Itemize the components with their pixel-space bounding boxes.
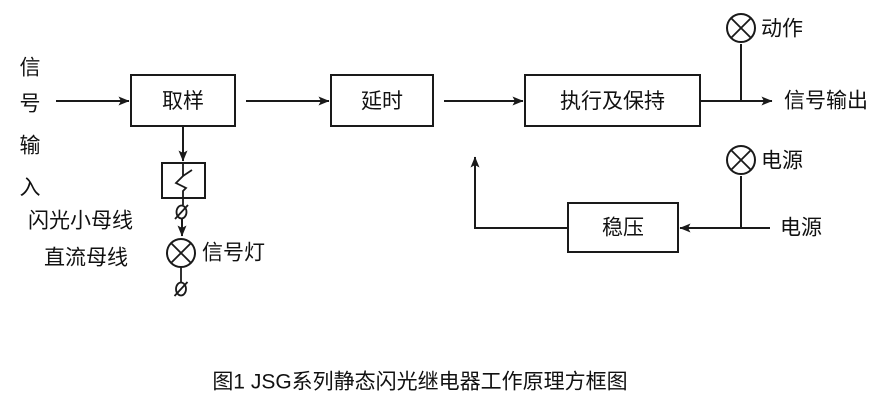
block-execute: 执行及保持: [524, 74, 701, 127]
block-delay: 延时: [330, 74, 434, 127]
dc-bus-terminal-slash: [173, 281, 189, 297]
block-execute-label: 执行及保持: [560, 90, 665, 113]
figure-caption: 图1 JSG系列静态闪光继电器工作原理方框图: [212, 371, 627, 394]
block-delay-rect: [330, 74, 434, 127]
signal-lamp: [166, 238, 196, 268]
signal-lamp-cross-b: [170, 242, 192, 264]
flash-bus-terminal-slash: [174, 204, 189, 220]
relay-contact-stroke: [174, 175, 188, 198]
signal-output-label: 信号输出: [784, 90, 868, 113]
action-lamp: [726, 13, 756, 43]
action-lamp-cross-b: [730, 17, 752, 39]
block-regulator: 稳压: [567, 202, 679, 253]
signal-input-label: 信 号 输 入: [20, 57, 41, 200]
block-sampling: 取样: [130, 74, 236, 127]
signal-input-char-1: 号: [20, 93, 41, 116]
signal-lamp-label: 信号灯: [202, 242, 265, 265]
dc-bus-terminal: [173, 281, 189, 297]
block-regulator-label: 稳压: [602, 217, 644, 240]
action-lamp-label: 动作: [761, 18, 803, 41]
block-execute-rect: [524, 74, 701, 127]
power-source-label: 电源: [780, 217, 822, 240]
signal-input-char-3: 入: [20, 177, 41, 200]
block-delay-label: 延时: [361, 90, 403, 113]
regulator-feedback-path: [470, 156, 568, 229]
power-lamp-cross-b: [730, 149, 752, 171]
power-lamp-label: 电源: [761, 150, 803, 173]
signal-input-char-2: 输: [20, 135, 41, 158]
power-lamp: [726, 145, 756, 175]
flash-bus-label: 闪光小母线: [28, 210, 133, 233]
dc-bus-label: 直流母线: [44, 247, 128, 270]
relay-contact-symbol: [161, 162, 206, 199]
block-sampling-label: 取样: [162, 90, 204, 113]
signal-input-char-0: 信: [20, 57, 41, 80]
flash-bus-terminal: [174, 204, 189, 220]
